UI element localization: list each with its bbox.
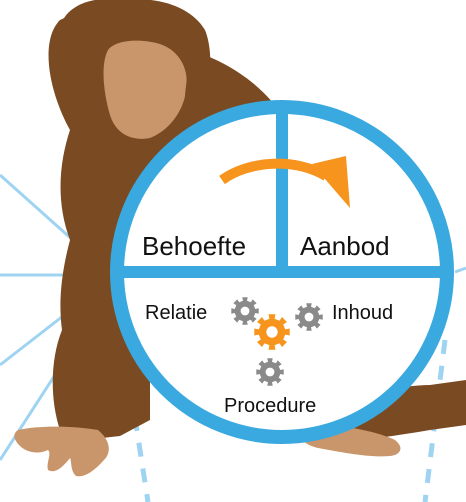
gear-icon-procedure xyxy=(256,358,283,385)
label-inhoud: Inhoud xyxy=(332,302,393,324)
label-aanbod: Aanbod xyxy=(300,231,390,261)
label-behoefte: Behoefte xyxy=(142,231,246,261)
gear-icon-center xyxy=(254,314,289,349)
gear-icon-relatie xyxy=(231,297,258,324)
ring-diagram xyxy=(112,107,452,437)
label-relatie: Relatie xyxy=(145,302,207,324)
gear-icon-inhoud xyxy=(295,303,322,330)
label-procedure: Procedure xyxy=(224,395,316,417)
